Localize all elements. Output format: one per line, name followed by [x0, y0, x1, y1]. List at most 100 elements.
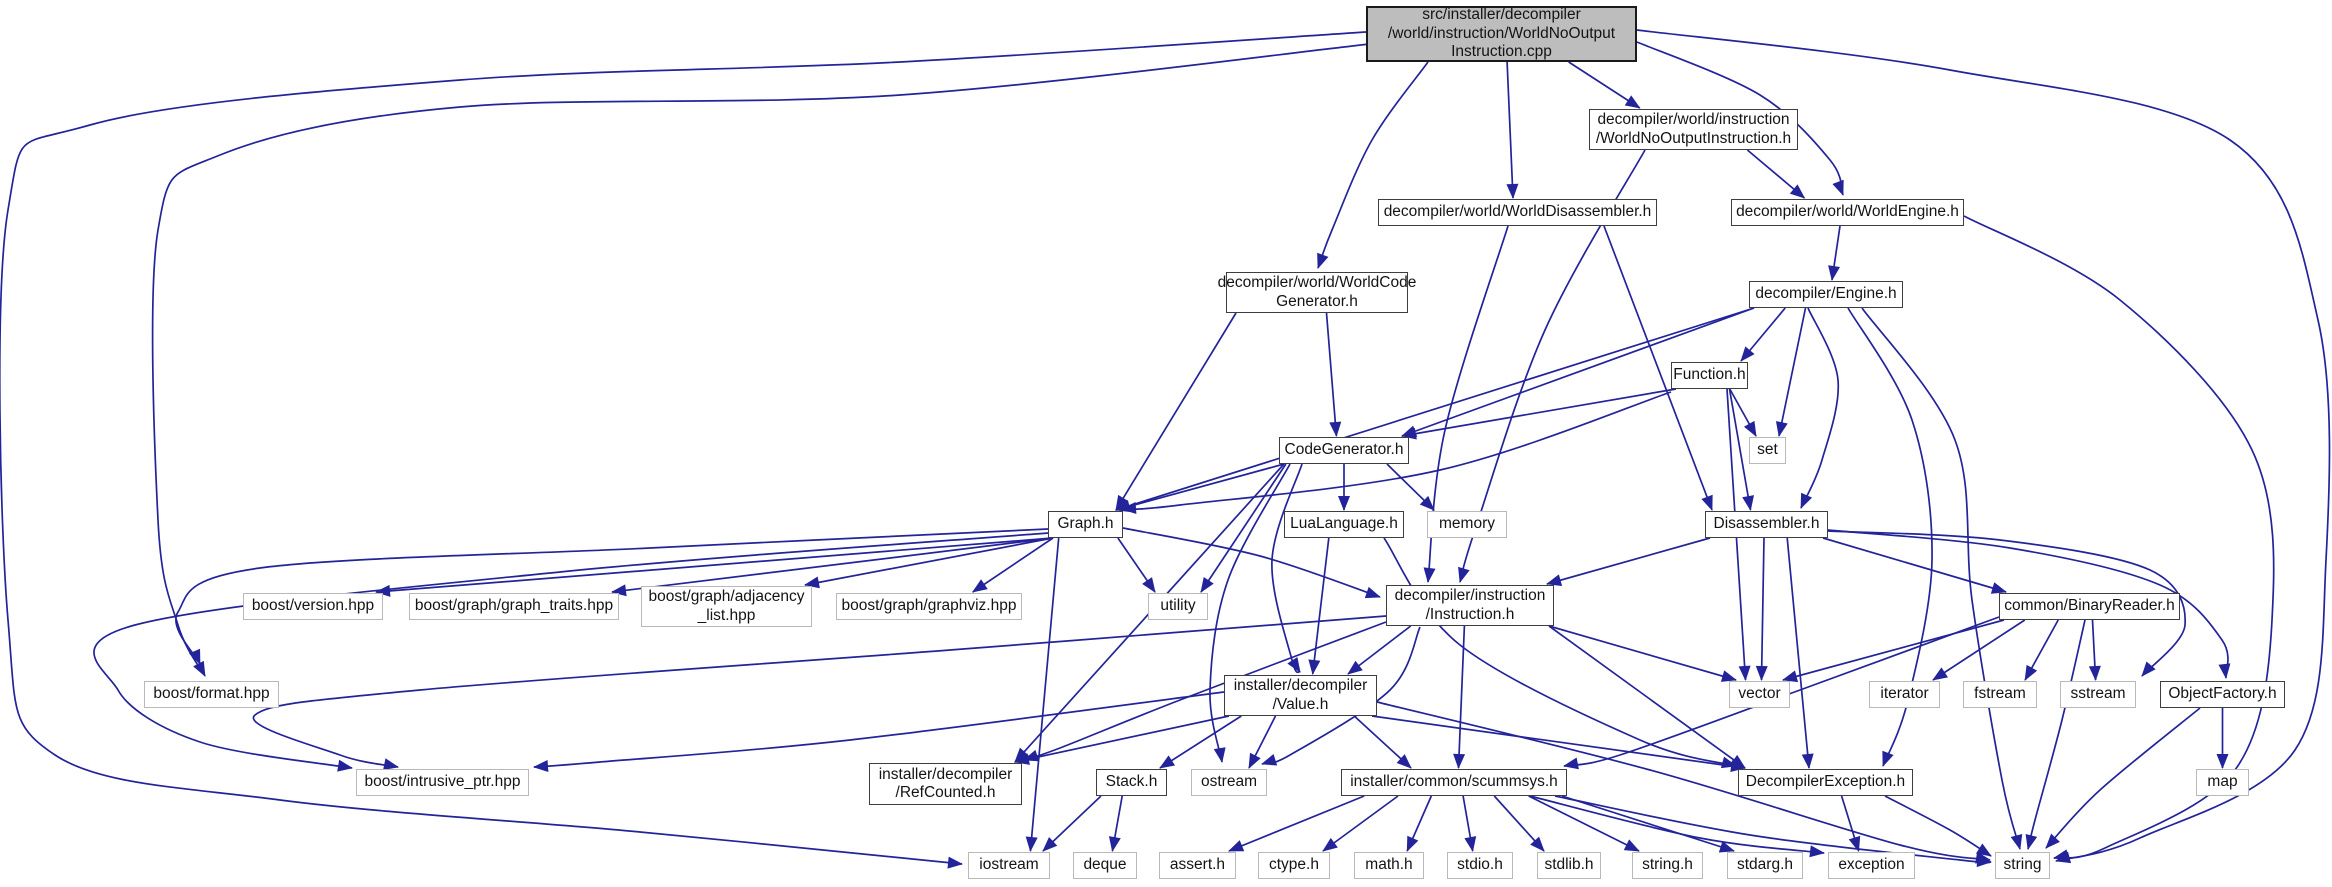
edge-value-to-scummsys	[1353, 715, 1412, 769]
edge-engine-to-string	[1861, 307, 2023, 850]
edge-disasm-to-vector	[1755, 537, 1768, 681]
edge-instruction-to-b_intrusive	[252, 615, 1387, 771]
edge-value-to-refcounted	[1014, 715, 1230, 765]
edge-value-to-ostream	[1248, 715, 1277, 769]
edge-b_reader-to-iterator	[1932, 619, 2026, 681]
node-codegen[interactable]: CodeGenerator.h	[1279, 437, 1409, 464]
node-string[interactable]: string	[1995, 852, 2050, 879]
edge-engine-to-function	[1740, 307, 1786, 362]
edge-cpp-to-b_format	[151, 43, 1371, 677]
node-engine[interactable]: decompiler/Engine.h	[1749, 281, 1903, 308]
node-b_graphviz[interactable]: boost/graph/graphviz.hpp	[836, 593, 1022, 620]
edge-instruction-to-refcounted	[1023, 621, 1387, 762]
edge-scummsys-to-stdarg_h	[1561, 795, 1735, 853]
edge-graph-to-b_intrusive	[93, 532, 1049, 772]
edge-graph-to-b_version	[375, 537, 1054, 597]
node-world_disasm[interactable]: decompiler/world/WorldDisassembler.h	[1378, 199, 1657, 226]
node-ctype_h[interactable]: ctype.h	[1258, 852, 1330, 879]
node-world_codegen[interactable]: decompiler/world/WorldCode Generator.h	[1218, 272, 1416, 313]
node-objfactory[interactable]: ObjectFactory.h	[2160, 681, 2285, 708]
node-iostream[interactable]: iostream	[968, 852, 1050, 879]
node-set[interactable]: set	[1749, 437, 1786, 464]
edge-cpp-to-iostream	[0, 31, 1367, 869]
edge-instruction-to-ostream	[1261, 626, 1421, 766]
node-b_reader[interactable]: common/BinaryReader.h	[1999, 593, 2180, 620]
edge-value-to-string	[1376, 701, 1991, 864]
edge-graph-to-utility	[1117, 537, 1156, 593]
node-scummsys[interactable]: installer/common/scummsys.h	[1341, 769, 1567, 796]
edge-world_disasm-to-instruction	[1423, 225, 1509, 583]
edge-scummsys-to-math_h	[1406, 795, 1433, 852]
node-memory[interactable]: memory	[1427, 511, 1507, 538]
edge-world_engine-to-engine	[1828, 225, 1841, 281]
edge-world_codegen-to-graph	[1115, 312, 1237, 511]
node-decompex[interactable]: DecompilerException.h	[1738, 769, 1913, 796]
node-stack[interactable]: Stack.h	[1096, 769, 1167, 796]
edge-disasm-to-instruction	[1546, 537, 1711, 586]
node-b_adj[interactable]: boost/graph/adjacency _list.hpp	[641, 586, 812, 627]
edge-graph-to-iostream	[1025, 537, 1060, 852]
node-b_version[interactable]: boost/version.hpp	[243, 593, 383, 620]
edge-graph-to-b_graphviz	[971, 537, 1054, 593]
node-fstream[interactable]: fstream	[1963, 681, 2037, 708]
node-instruction[interactable]: decompiler/instruction /Instruction.h	[1386, 585, 1554, 626]
edge-stack-to-deque	[1108, 795, 1124, 852]
edge-codegen-to-graph	[1115, 463, 1285, 513]
node-string_h[interactable]: string.h	[1632, 852, 1703, 879]
edge-instruction-to-decompex	[1548, 625, 1746, 769]
node-vector[interactable]: vector	[1729, 681, 1790, 708]
node-math_h[interactable]: math.h	[1354, 852, 1424, 879]
node-refcounted[interactable]: installer/decompiler /RefCounted.h	[869, 763, 1022, 805]
edge-instruction-to-value	[1347, 625, 1412, 675]
edge-scummsys-to-stdlib_h	[1493, 795, 1545, 852]
edge-value-to-decompex	[1371, 715, 1746, 773]
node-utility[interactable]: utility	[1148, 593, 1208, 620]
edge-function-to-graph	[1121, 391, 1672, 514]
node-graph[interactable]: Graph.h	[1048, 511, 1123, 538]
node-value[interactable]: installer/decompiler /Value.h	[1224, 675, 1377, 716]
edge-world_engine-to-string	[1963, 215, 2275, 862]
node-lua[interactable]: LuaLanguage.h	[1284, 511, 1404, 538]
node-world_engine[interactable]: decompiler/world/WorldEngine.h	[1731, 199, 1964, 226]
edge-b_reader-to-vector	[1782, 619, 2005, 683]
node-stdlib_h[interactable]: stdlib.h	[1537, 852, 1601, 879]
node-exception[interactable]: exception	[1828, 852, 1915, 879]
edge-b_reader-to-scummsys	[1563, 616, 2000, 770]
edge-decompex-to-exception	[1840, 795, 1861, 852]
node-b_format[interactable]: boost/format.hpp	[144, 681, 279, 708]
edge-engine-to-set	[1775, 307, 1807, 437]
node-b_traits[interactable]: boost/graph/graph_traits.hpp	[409, 593, 619, 620]
edge-disasm-to-decompex	[1786, 537, 1814, 769]
edge-graph-to-instruction	[1122, 527, 1381, 599]
edge-cpp-to-world_disasm	[1506, 61, 1519, 199]
node-cpp[interactable]: src/installer/decompiler /world/instruct…	[1366, 6, 1637, 62]
edge-codegen-to-value	[1271, 463, 1303, 674]
node-b_intrusive[interactable]: boost/intrusive_ptr.hpp	[356, 769, 529, 796]
node-stdio_h[interactable]: stdio.h	[1447, 852, 1513, 879]
edge-value-to-stack	[1159, 715, 1242, 769]
edge-b_reader-to-fstream	[2024, 619, 2059, 681]
edge-codegen-to-ostream	[1209, 463, 1291, 763]
node-assert_h[interactable]: assert.h	[1159, 852, 1236, 879]
edge-decompex-to-string	[1884, 795, 1992, 857]
node-iterator[interactable]: iterator	[1869, 681, 1940, 708]
edge-scummsys-to-ctype_h	[1322, 795, 1399, 852]
edge-function-to-codegen	[1401, 388, 1677, 440]
node-map[interactable]: map	[2196, 769, 2249, 796]
node-ostream[interactable]: ostream	[1191, 769, 1267, 796]
edge-codegen-to-memory	[1386, 463, 1435, 511]
edge-instruction-to-vector	[1548, 625, 1737, 682]
node-disasm[interactable]: Disassembler.h	[1705, 511, 1828, 538]
node-stdarg_h[interactable]: stdarg.h	[1727, 852, 1803, 879]
edge-value-to-b_intrusive	[533, 691, 1225, 772]
node-sstream[interactable]: sstream	[2060, 681, 2136, 708]
edge-engine-to-decompex	[1847, 307, 1933, 767]
node-wnoi_h[interactable]: decompiler/world/instruction /WorldNoOut…	[1589, 109, 1798, 150]
edge-objfactory-to-string	[2045, 707, 2201, 849]
node-deque[interactable]: deque	[1073, 852, 1137, 879]
edge-scummsys-to-string_h	[1528, 795, 1640, 852]
node-function[interactable]: Function.h	[1671, 362, 1748, 389]
edge-engine-to-codegen	[1401, 307, 1755, 437]
edge-engine-to-graph	[1115, 307, 1755, 512]
